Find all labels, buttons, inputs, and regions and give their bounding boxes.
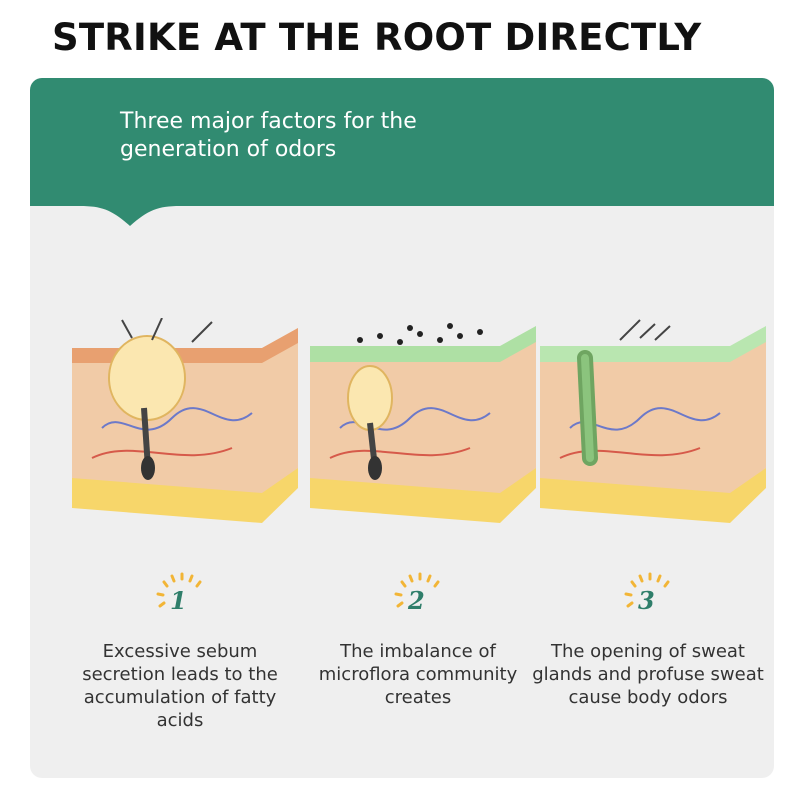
- factor-3: 3 The opening of sweat glands and profus…: [530, 318, 766, 778]
- banner-subtitle: Three major factors for the generation o…: [120, 109, 417, 162]
- factor-description: The opening of sweat glands and profuse …: [532, 641, 764, 708]
- sunburst-icon: [156, 572, 202, 608]
- skin-microflora-illustration: [310, 323, 536, 523]
- factor-number: 3: [638, 586, 655, 615]
- factor-description: The imbalance of microflora community cr…: [318, 641, 518, 708]
- factor-number: 1: [170, 586, 187, 615]
- factor-description: Excessive sebum secretion leads to the a…: [82, 641, 278, 731]
- factor-1: 1 Excessive sebum secretion leads to the…: [62, 318, 298, 778]
- skin-sebum-gland-illustration: [72, 318, 298, 523]
- factor-2: 2 The imbalance of microflora community …: [300, 318, 536, 778]
- number-badge-1: 1: [152, 570, 212, 620]
- banner-background: [30, 78, 774, 226]
- factor-number: 2: [408, 586, 425, 615]
- content-card: Three major factors for the generation o…: [30, 78, 774, 778]
- number-badge-3: 3: [620, 570, 680, 620]
- number-badge-2: 2: [390, 570, 450, 620]
- sunburst-icon: [624, 572, 670, 608]
- page-title: STRIKE AT THE ROOT DIRECTLY: [52, 16, 702, 59]
- sunburst-icon: [394, 572, 440, 608]
- skin-sweat-gland-illustration: [540, 319, 766, 523]
